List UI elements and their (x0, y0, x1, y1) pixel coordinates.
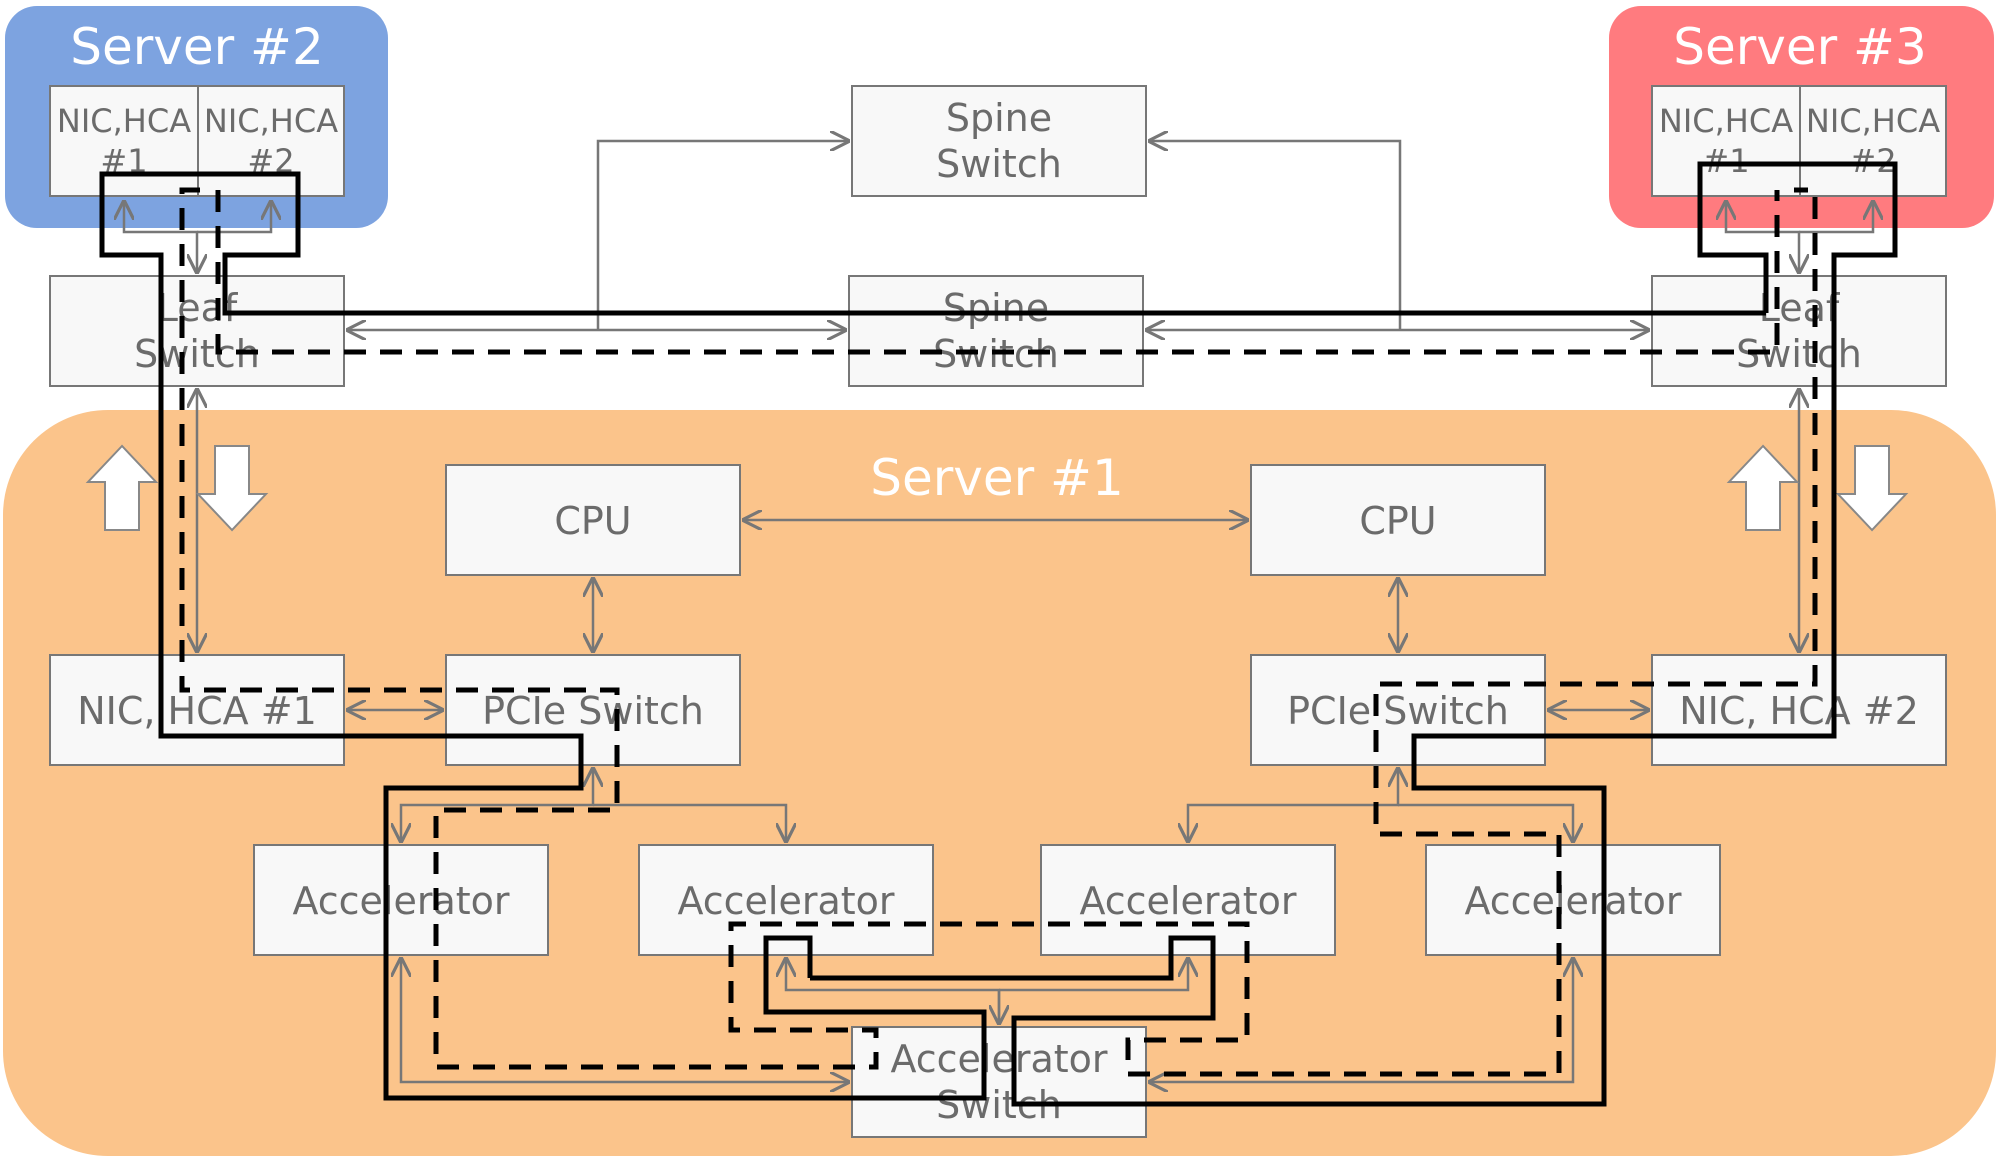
accelerator-1: Accelerator (253, 844, 549, 956)
svg-text:Spine: Spine (943, 286, 1049, 330)
svg-text:PCIe Switch: PCIe Switch (1287, 689, 1509, 733)
server1-title: Server #1 (870, 449, 1124, 507)
server3-nic-2: NIC,HCA #2 (1799, 85, 1947, 197)
svg-text:Accelerator: Accelerator (890, 1037, 1107, 1081)
arrow-up-icon (1726, 444, 1800, 531)
svg-text:NIC,HCA: NIC,HCA (57, 102, 191, 140)
svg-text:Spine: Spine (946, 96, 1052, 140)
svg-text:CPU: CPU (1359, 499, 1436, 543)
server2-title: Server #2 (70, 18, 324, 76)
server2-nic-2: NIC,HCA #2 (197, 85, 345, 197)
arrow-up-icon (85, 444, 159, 531)
leaf-switch-right: Leaf Switch (1651, 275, 1947, 387)
accelerator-switch: Accelerator Switch (851, 1026, 1147, 1138)
leaf-switch-left: Leaf Switch (49, 275, 345, 387)
svg-text:Accelerator: Accelerator (1464, 879, 1681, 923)
svg-text:#1: #1 (1702, 142, 1749, 180)
data-paths (99, 161, 1898, 1107)
svg-text:NIC,HCA: NIC,HCA (1659, 102, 1793, 140)
accelerator-4: Accelerator (1425, 844, 1721, 956)
svg-text:Leaf: Leaf (1759, 286, 1841, 330)
spine-switch-middle: Spine Switch (848, 275, 1144, 387)
nic-hca-1: NIC, HCA #1 (49, 654, 345, 766)
svg-text:Accelerator: Accelerator (1079, 879, 1296, 923)
nic-hca-2: NIC, HCA #2 (1651, 654, 1947, 766)
svg-text:#2: #2 (1849, 142, 1896, 180)
svg-text:NIC, HCA #2: NIC, HCA #2 (1679, 689, 1919, 733)
svg-text:NIC,HCA: NIC,HCA (204, 102, 338, 140)
accelerator-3: Accelerator (1040, 844, 1336, 956)
svg-text:Switch: Switch (936, 142, 1062, 186)
svg-text:PCIe Switch: PCIe Switch (482, 689, 704, 733)
arrow-down-icon (195, 445, 269, 532)
pcie-switch-right: PCIe Switch (1250, 654, 1546, 766)
svg-text:NIC,HCA: NIC,HCA (1806, 102, 1940, 140)
svg-text:CPU: CPU (554, 499, 631, 543)
server3-title: Server #3 (1673, 18, 1927, 76)
pcie-switch-left: PCIe Switch (445, 654, 741, 766)
connectors (124, 141, 1873, 1082)
spine-switch-top: Spine Switch (851, 85, 1147, 197)
cpu-left: CPU (445, 464, 741, 576)
arrow-down-icon (1835, 445, 1909, 532)
svg-text:NIC, HCA #1: NIC, HCA #1 (77, 689, 317, 733)
svg-text:Accelerator: Accelerator (292, 879, 509, 923)
server2-nic-1: NIC,HCA #1 (49, 85, 199, 197)
cpu-right: CPU (1250, 464, 1546, 576)
svg-text:Accelerator: Accelerator (677, 879, 894, 923)
server3-nic-1: NIC,HCA #1 (1651, 85, 1801, 197)
